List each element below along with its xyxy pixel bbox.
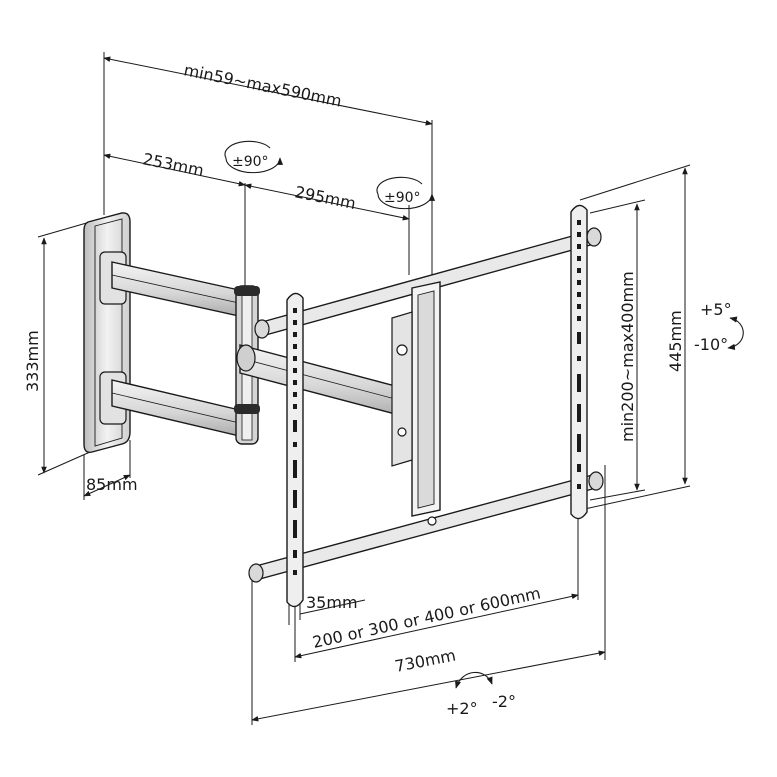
vertical-vesa-label: min200~max400mm [618, 271, 637, 442]
first-arm-lower [111, 379, 249, 439]
overall-height-label: 445mm [666, 310, 685, 372]
wall-plate-width-label: 85mm [86, 475, 138, 494]
tilt-down-label: -10° [694, 335, 728, 354]
wall-plate [83, 212, 131, 454]
vesa-strip-right [570, 204, 588, 520]
dimension-lines [37, 52, 691, 725]
first-arm-upper [111, 261, 249, 319]
tilt-up-label: +5° [700, 300, 732, 319]
second-arm-label: 295mm [293, 182, 357, 213]
first-arm-label: 253mm [141, 149, 205, 180]
wall-plate-height-label: 333mm [23, 330, 42, 392]
level-minus-label: -2° [492, 692, 516, 711]
swivel-indicators [224, 140, 744, 689]
reach-range-label: min59~max590mm [182, 60, 343, 110]
rail-offset-label: 35mm [306, 593, 358, 612]
overall-width-label: 730mm [393, 645, 457, 675]
bottom-rail [248, 471, 604, 583]
swivel-1-label: ±90° [232, 154, 269, 170]
level-plus-label: +2° [446, 699, 478, 718]
swivel-2-label: ±90° [384, 190, 421, 206]
second-arm [236, 344, 419, 421]
vesa-strip-left [286, 292, 304, 608]
top-rail [254, 227, 602, 339]
center-carriage [391, 281, 441, 526]
